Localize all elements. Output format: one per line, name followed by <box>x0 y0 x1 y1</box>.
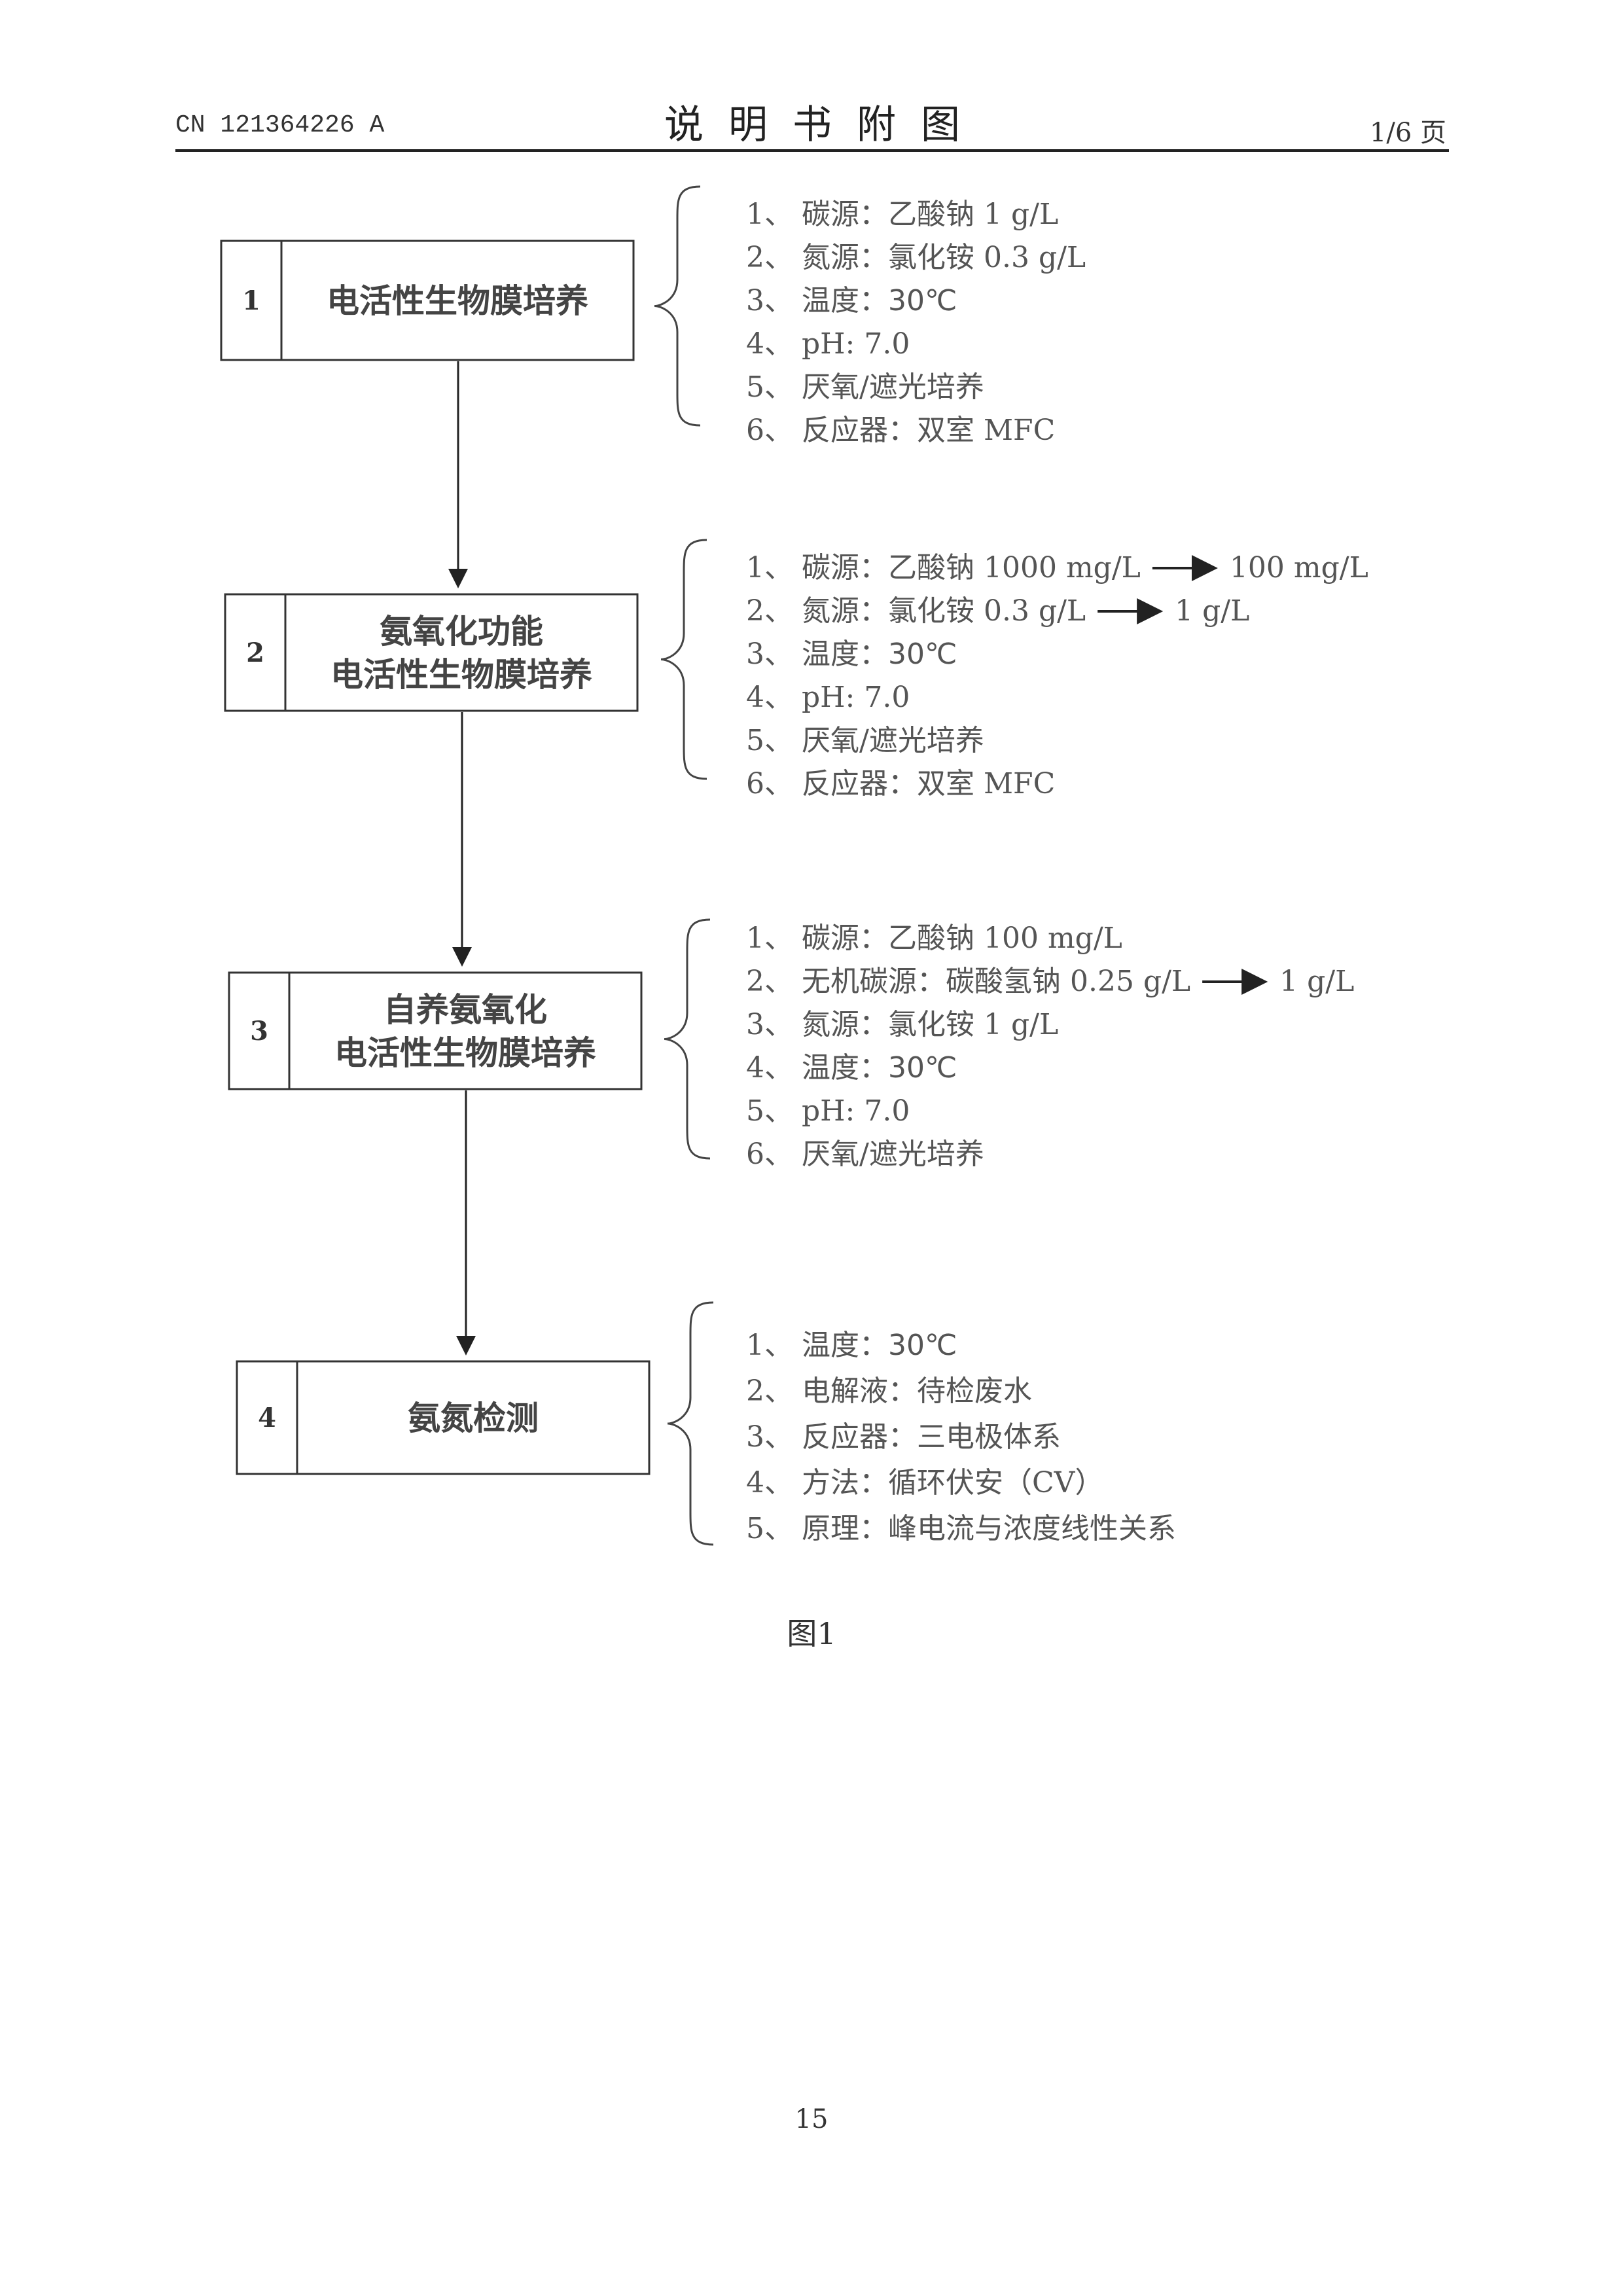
condition-text: 无机碳源：碳酸氢钠 0.25 g/L <box>802 965 1190 998</box>
condition-index: 6、 <box>746 414 793 447</box>
condition-index: 6、 <box>746 1138 793 1171</box>
condition-text: 碳源：乙酸钠 100 mg/L <box>802 922 1122 955</box>
condition-text: 原理：峰电流与浓度线性关系 <box>802 1512 1176 1545</box>
step-title: 电活性生物膜培养 <box>330 656 592 694</box>
condition-text: 反应器：三电极体系 <box>802 1420 1061 1454</box>
condition-target-value: 100 mg/L <box>1230 551 1368 584</box>
step-number-1: 1 <box>242 285 260 316</box>
curly-brace <box>668 1302 713 1545</box>
condition-index: 4、 <box>746 681 793 714</box>
condition-index: 2、 <box>746 594 793 628</box>
condition-index: 6、 <box>746 767 793 800</box>
condition-text: 温度：30℃ <box>802 1329 957 1362</box>
condition-text: 氮源：氯化铵 1 g/L <box>802 1008 1058 1041</box>
condition-index: 1、 <box>746 551 793 584</box>
condition-text: pH: 7.0 <box>802 1094 910 1128</box>
step-title: 电活性生物膜培养 <box>334 1034 596 1072</box>
condition-index: 5、 <box>746 1512 793 1545</box>
condition-text: 温度：30℃ <box>802 284 957 317</box>
step-title: 电活性生物膜培养 <box>327 282 588 320</box>
condition-text: pH: 7.0 <box>802 327 910 361</box>
condition-index: 3、 <box>746 1008 793 1041</box>
condition-text: 厌氧/遮光培养 <box>802 724 984 757</box>
condition-text: 温度：30℃ <box>802 637 957 671</box>
figure-caption: 图1 <box>746 1610 877 1653</box>
condition-text: 厌氧/遮光培养 <box>802 1138 984 1171</box>
condition-target-value: 1 g/L <box>1279 965 1354 998</box>
condition-text: pH: 7.0 <box>802 681 910 714</box>
curly-brace <box>654 187 700 425</box>
condition-index: 1、 <box>746 198 793 231</box>
condition-text: 碳源：乙酸钠 1 g/L <box>802 198 1058 231</box>
condition-text: 碳源：乙酸钠 1000 mg/L <box>802 551 1141 584</box>
step-title: 氨氮检测 <box>408 1399 539 1437</box>
condition-index: 5、 <box>746 1094 793 1128</box>
condition-text: 氮源：氯化铵 0.3 g/L <box>802 241 1086 274</box>
condition-text: 电解液：待检废水 <box>802 1374 1032 1408</box>
condition-text: 反应器：双室 MFC <box>802 414 1055 447</box>
condition-index: 2、 <box>746 1374 793 1408</box>
page-number: 15 <box>779 2104 844 2134</box>
condition-index: 5、 <box>746 724 793 757</box>
condition-text: 反应器：双室 MFC <box>802 767 1055 800</box>
condition-text: 氮源：氯化铵 0.3 g/L <box>802 594 1086 628</box>
curly-brace <box>664 920 710 1158</box>
condition-index: 1、 <box>746 1329 793 1362</box>
curly-brace <box>661 540 707 779</box>
step-number-3: 3 <box>250 1016 268 1047</box>
condition-index: 5、 <box>746 370 793 404</box>
condition-index: 2、 <box>746 965 793 998</box>
condition-index: 2、 <box>746 241 793 274</box>
condition-index: 1、 <box>746 922 793 955</box>
step-number-4: 4 <box>258 1403 276 1433</box>
condition-index: 3、 <box>746 284 793 317</box>
condition-text: 厌氧/遮光培养 <box>802 370 984 404</box>
step-title: 氨氧化功能 <box>380 613 543 651</box>
condition-index: 3、 <box>746 1420 793 1454</box>
condition-index: 4、 <box>746 327 793 361</box>
condition-index: 4、 <box>746 1051 793 1085</box>
condition-text: 方法：循环伏安（CV） <box>802 1466 1103 1499</box>
condition-target-value: 1 g/L <box>1175 594 1249 628</box>
step-title: 自养氨氧化 <box>383 991 547 1029</box>
condition-index: 3、 <box>746 637 793 671</box>
condition-index: 4、 <box>746 1466 793 1499</box>
step-number-2: 2 <box>246 637 264 668</box>
condition-text: 温度：30℃ <box>802 1051 957 1085</box>
